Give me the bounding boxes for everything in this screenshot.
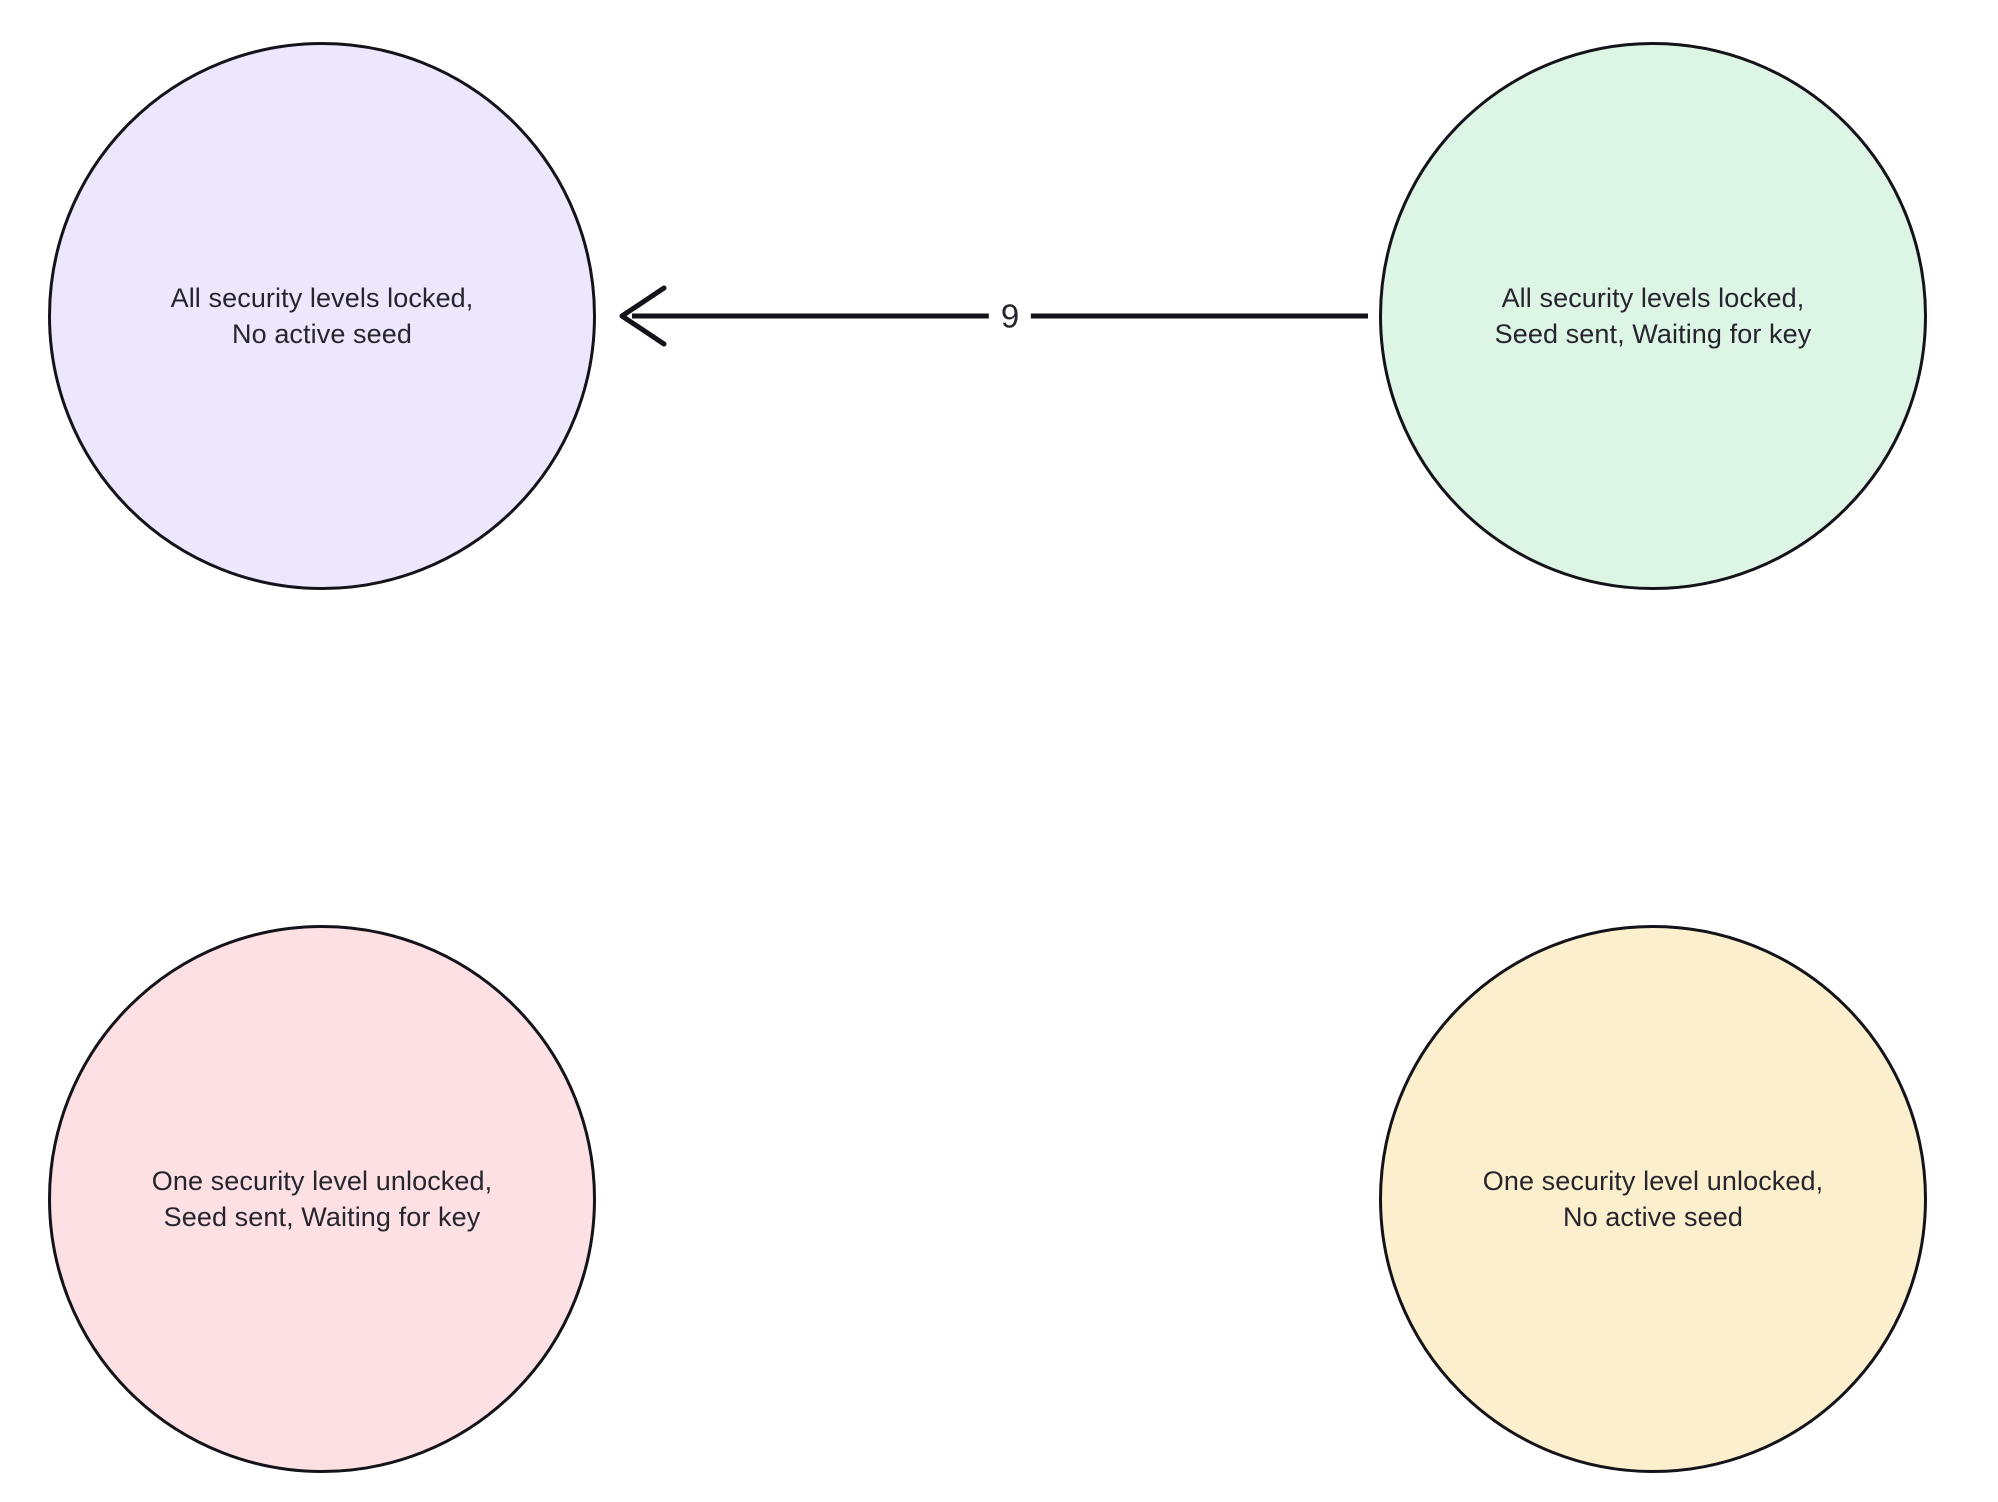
node-one-unlocked-seed-sent[interactable]: One security level unlocked, Seed sent, … (48, 925, 596, 1473)
node-one-unlocked-no-seed[interactable]: One security level unlocked, No active s… (1379, 925, 1927, 1473)
node-label: All security levels locked, Seed sent, W… (1494, 282, 1812, 349)
node-label: One security level unlocked, Seed sent, … (151, 1165, 493, 1232)
node-label: All security levels locked, No active se… (170, 282, 474, 349)
node-label: One security level unlocked, No active s… (1482, 1165, 1824, 1232)
node-all-locked-no-seed[interactable]: All security levels locked, No active se… (48, 42, 596, 590)
edge-label-9: 9 (988, 297, 1032, 335)
node-all-locked-seed-sent[interactable]: All security levels locked, Seed sent, W… (1379, 42, 1927, 590)
